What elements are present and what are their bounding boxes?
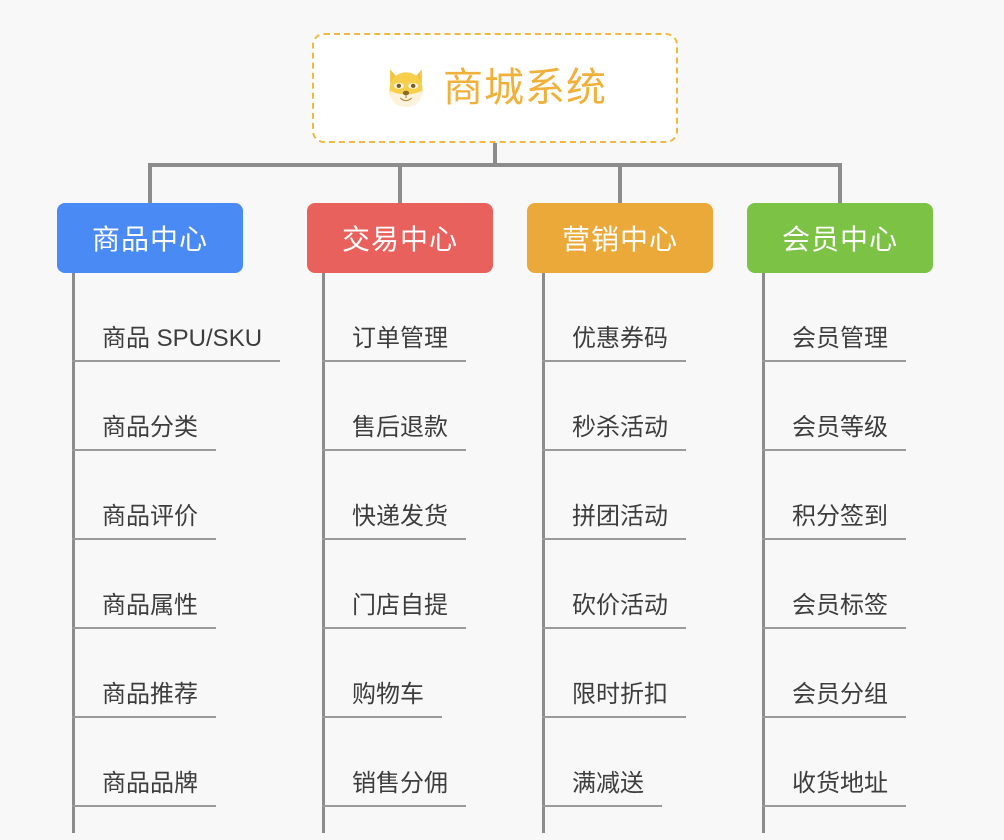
- leaf-label: 销售分佣: [322, 772, 466, 807]
- leaf-list: 会员管理 会员等级 积分签到 会员标签 会员分组 收货地址: [762, 273, 992, 807]
- leaf-label: 门店自提: [322, 594, 466, 629]
- leaf-label: 售后退款: [322, 416, 466, 451]
- list-item[interactable]: 快递发货: [322, 451, 552, 540]
- category-column-marketing: 营销中心 优惠券码 秒杀活动 拼团活动 砍价活动 限时折扣 满减送: [527, 203, 713, 833]
- leaf-list: 商品 SPU/SKU 商品分类 商品评价 商品属性 商品推荐 商品品牌: [72, 273, 302, 807]
- list-item[interactable]: 商品品牌: [72, 718, 302, 807]
- list-item[interactable]: 拼团活动: [542, 451, 772, 540]
- leaf-label: 商品品牌: [72, 772, 216, 807]
- connector-bus-line: [150, 163, 840, 167]
- category-header-product[interactable]: 商品中心: [57, 203, 243, 273]
- column-spine: [72, 273, 75, 833]
- leaf-label: 收货地址: [762, 772, 906, 807]
- list-item[interactable]: 满减送: [542, 718, 772, 807]
- list-item[interactable]: 售后退款: [322, 362, 552, 451]
- list-item[interactable]: 积分签到: [762, 451, 992, 540]
- leaf-label: 限时折扣: [542, 683, 686, 718]
- category-title: 会员中心: [781, 224, 898, 255]
- leaf-label: 秒杀活动: [542, 416, 686, 451]
- dog-face-icon: [389, 69, 423, 109]
- category-header-marketing[interactable]: 营销中心: [527, 203, 713, 273]
- list-item[interactable]: 销售分佣: [322, 718, 552, 807]
- list-item[interactable]: 商品评价: [72, 451, 302, 540]
- leaf-label: 优惠券码: [542, 327, 686, 362]
- connector-drop-3: [618, 163, 622, 205]
- root-node[interactable]: 商城系统: [312, 33, 678, 143]
- list-item[interactable]: 砍价活动: [542, 540, 772, 629]
- leaf-label: 砍价活动: [542, 594, 686, 629]
- list-item[interactable]: 会员管理: [762, 273, 992, 362]
- leaf-label: 订单管理: [322, 327, 466, 362]
- leaf-label: 会员标签: [762, 594, 906, 629]
- leaf-label: 商品 SPU/SKU: [72, 327, 281, 362]
- leaf-label: 商品推荐: [72, 683, 216, 718]
- column-spine: [322, 273, 325, 833]
- column-spine: [762, 273, 765, 833]
- leaf-label: 会员分组: [762, 683, 906, 718]
- list-item[interactable]: 会员分组: [762, 629, 992, 718]
- connector-drop-1: [148, 163, 152, 205]
- leaf-label: 会员管理: [762, 327, 906, 362]
- list-item[interactable]: 商品属性: [72, 540, 302, 629]
- leaf-label: 商品评价: [72, 505, 216, 540]
- category-title: 交易中心: [341, 224, 458, 255]
- list-item[interactable]: 商品分类: [72, 362, 302, 451]
- category-header-trade[interactable]: 交易中心: [307, 203, 493, 273]
- list-item[interactable]: 商品 SPU/SKU: [72, 273, 302, 362]
- list-item[interactable]: 会员标签: [762, 540, 992, 629]
- list-item[interactable]: 商品推荐: [72, 629, 302, 718]
- category-title: 营销中心: [561, 224, 678, 255]
- leaf-list: 优惠券码 秒杀活动 拼团活动 砍价活动 限时折扣 满减送: [542, 273, 772, 807]
- root-stem-line: [493, 143, 497, 167]
- connector-drop-4: [838, 163, 842, 205]
- leaf-label: 满减送: [542, 772, 662, 807]
- leaf-label: 积分签到: [762, 505, 906, 540]
- list-item[interactable]: 会员等级: [762, 362, 992, 451]
- root-title: 商城系统: [443, 66, 607, 110]
- leaf-label: 快递发货: [322, 505, 466, 540]
- category-column-product: 商品中心 商品 SPU/SKU 商品分类 商品评价 商品属性 商品推荐 商品品牌: [57, 203, 281, 833]
- category-column-trade: 交易中心 订单管理 售后退款 快递发货 门店自提 购物车 销售分佣: [307, 203, 493, 833]
- column-spine: [542, 273, 545, 833]
- leaf-label: 拼团活动: [542, 505, 686, 540]
- leaf-label: 购物车: [322, 683, 442, 718]
- list-item[interactable]: 订单管理: [322, 273, 552, 362]
- category-header-member[interactable]: 会员中心: [747, 203, 933, 273]
- leaf-label: 商品属性: [72, 594, 216, 629]
- list-item[interactable]: 限时折扣: [542, 629, 772, 718]
- leaf-list: 订单管理 售后退款 快递发货 门店自提 购物车 销售分佣: [322, 273, 552, 807]
- connector-drop-2: [398, 163, 402, 205]
- category-title: 商品中心: [91, 224, 208, 255]
- list-item[interactable]: 门店自提: [322, 540, 552, 629]
- category-column-member: 会员中心 会员管理 会员等级 积分签到 会员标签 会员分组 收货地址: [747, 203, 933, 833]
- leaf-label: 商品分类: [72, 416, 216, 451]
- list-item[interactable]: 优惠券码: [542, 273, 772, 362]
- list-item[interactable]: 收货地址: [762, 718, 992, 807]
- leaf-label: 会员等级: [762, 416, 906, 451]
- list-item[interactable]: 秒杀活动: [542, 362, 772, 451]
- list-item[interactable]: 购物车: [322, 629, 552, 718]
